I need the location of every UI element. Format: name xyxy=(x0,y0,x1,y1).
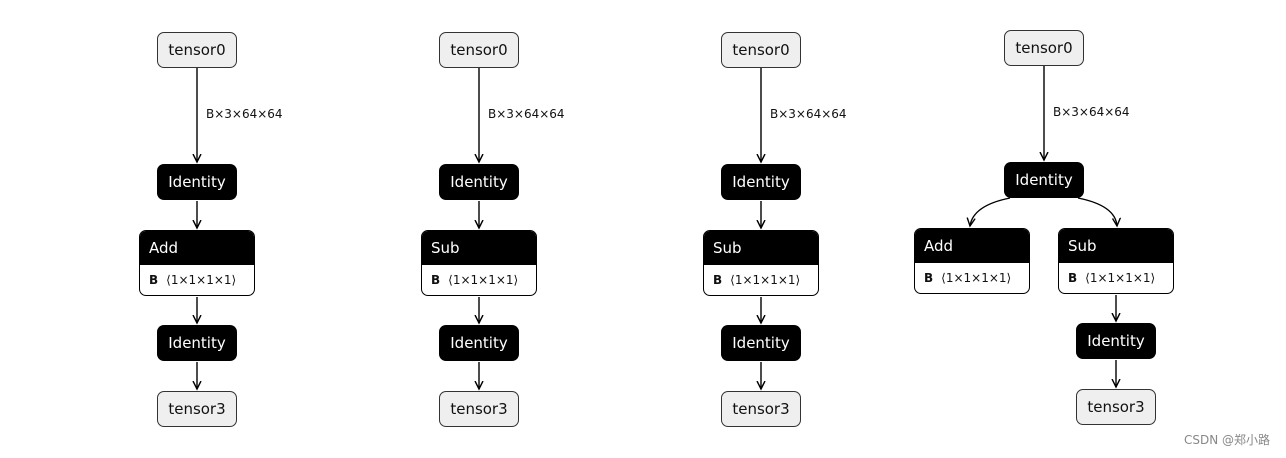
node-label: tensor3 xyxy=(168,400,226,418)
op-name: Sub xyxy=(713,239,742,257)
edge-shape-label: B×3×64×64 xyxy=(206,107,283,121)
node-label: Identity xyxy=(450,173,508,191)
input-tensor-node[interactable]: tensor0 xyxy=(439,32,519,68)
node-label: Identity xyxy=(1087,332,1145,350)
input-tensor-node[interactable]: tensor0 xyxy=(157,32,237,68)
node-label: Identity xyxy=(732,173,790,191)
identity-node[interactable]: Identity xyxy=(439,164,519,200)
node-label: tensor3 xyxy=(450,400,508,418)
identity-node[interactable]: Identity xyxy=(1004,162,1084,198)
edge xyxy=(1077,197,1117,226)
node-label: tensor3 xyxy=(732,400,790,418)
output-tensor-node[interactable]: tensor3 xyxy=(1076,389,1156,425)
node-label: Identity xyxy=(1015,171,1073,189)
node-label: tensor3 xyxy=(1087,398,1145,416)
edge-shape-label: B×3×64×64 xyxy=(1053,105,1130,119)
op-param-shape: ⟨1×1×1×1⟩ xyxy=(730,273,801,287)
input-tensor-node[interactable]: tensor0 xyxy=(1004,30,1084,66)
op-param-key: B xyxy=(149,273,159,287)
output-tensor-node[interactable]: tensor3 xyxy=(721,391,801,427)
output-tensor-node[interactable]: tensor3 xyxy=(439,391,519,427)
node-label: Identity xyxy=(450,334,508,352)
identity-node[interactable]: Identity xyxy=(721,325,801,361)
op-param-key: B xyxy=(713,273,723,287)
op-name: Sub xyxy=(1068,237,1097,255)
output-tensor-node[interactable]: tensor3 xyxy=(157,391,237,427)
identity-node[interactable]: Identity xyxy=(1076,323,1156,359)
op-param-shape: ⟨1×1×1×1⟩ xyxy=(448,273,519,287)
node-label: Identity xyxy=(732,334,790,352)
edge xyxy=(970,197,1011,226)
op-param-key: B xyxy=(1068,271,1078,285)
op-param-shape: ⟨1×1×1×1⟩ xyxy=(941,271,1012,285)
node-label: tensor0 xyxy=(1015,39,1073,57)
op-name: Add xyxy=(924,237,954,255)
sub-op-node[interactable]: Sub B ⟨1×1×1×1⟩ xyxy=(703,230,819,296)
add-op-node[interactable]: Add B ⟨1×1×1×1⟩ xyxy=(139,230,255,296)
identity-node[interactable]: Identity xyxy=(721,164,801,200)
node-label: tensor0 xyxy=(450,41,508,59)
identity-node[interactable]: Identity xyxy=(157,325,237,361)
op-name: Add xyxy=(149,239,179,257)
op-param-key: B xyxy=(924,271,934,285)
edge-shape-label: B×3×64×64 xyxy=(488,107,565,121)
node-label: Identity xyxy=(168,173,226,191)
add-op-node[interactable]: Add B ⟨1×1×1×1⟩ xyxy=(914,228,1030,294)
identity-node[interactable]: Identity xyxy=(439,325,519,361)
node-label: tensor0 xyxy=(732,41,790,59)
op-param-shape: ⟨1×1×1×1⟩ xyxy=(166,273,237,287)
input-tensor-node[interactable]: tensor0 xyxy=(721,32,801,68)
sub-op-node[interactable]: Sub B ⟨1×1×1×1⟩ xyxy=(1058,228,1174,294)
node-label: Identity xyxy=(168,334,226,352)
node-label: tensor0 xyxy=(168,41,226,59)
op-param-key: B xyxy=(431,273,441,287)
watermark: CSDN @郑小路 xyxy=(1183,433,1270,447)
sub-op-node[interactable]: Sub B ⟨1×1×1×1⟩ xyxy=(421,230,537,296)
edge-shape-label: B×3×64×64 xyxy=(770,107,847,121)
op-name: Sub xyxy=(431,239,460,257)
op-param-shape: ⟨1×1×1×1⟩ xyxy=(1085,271,1156,285)
identity-node[interactable]: Identity xyxy=(157,164,237,200)
